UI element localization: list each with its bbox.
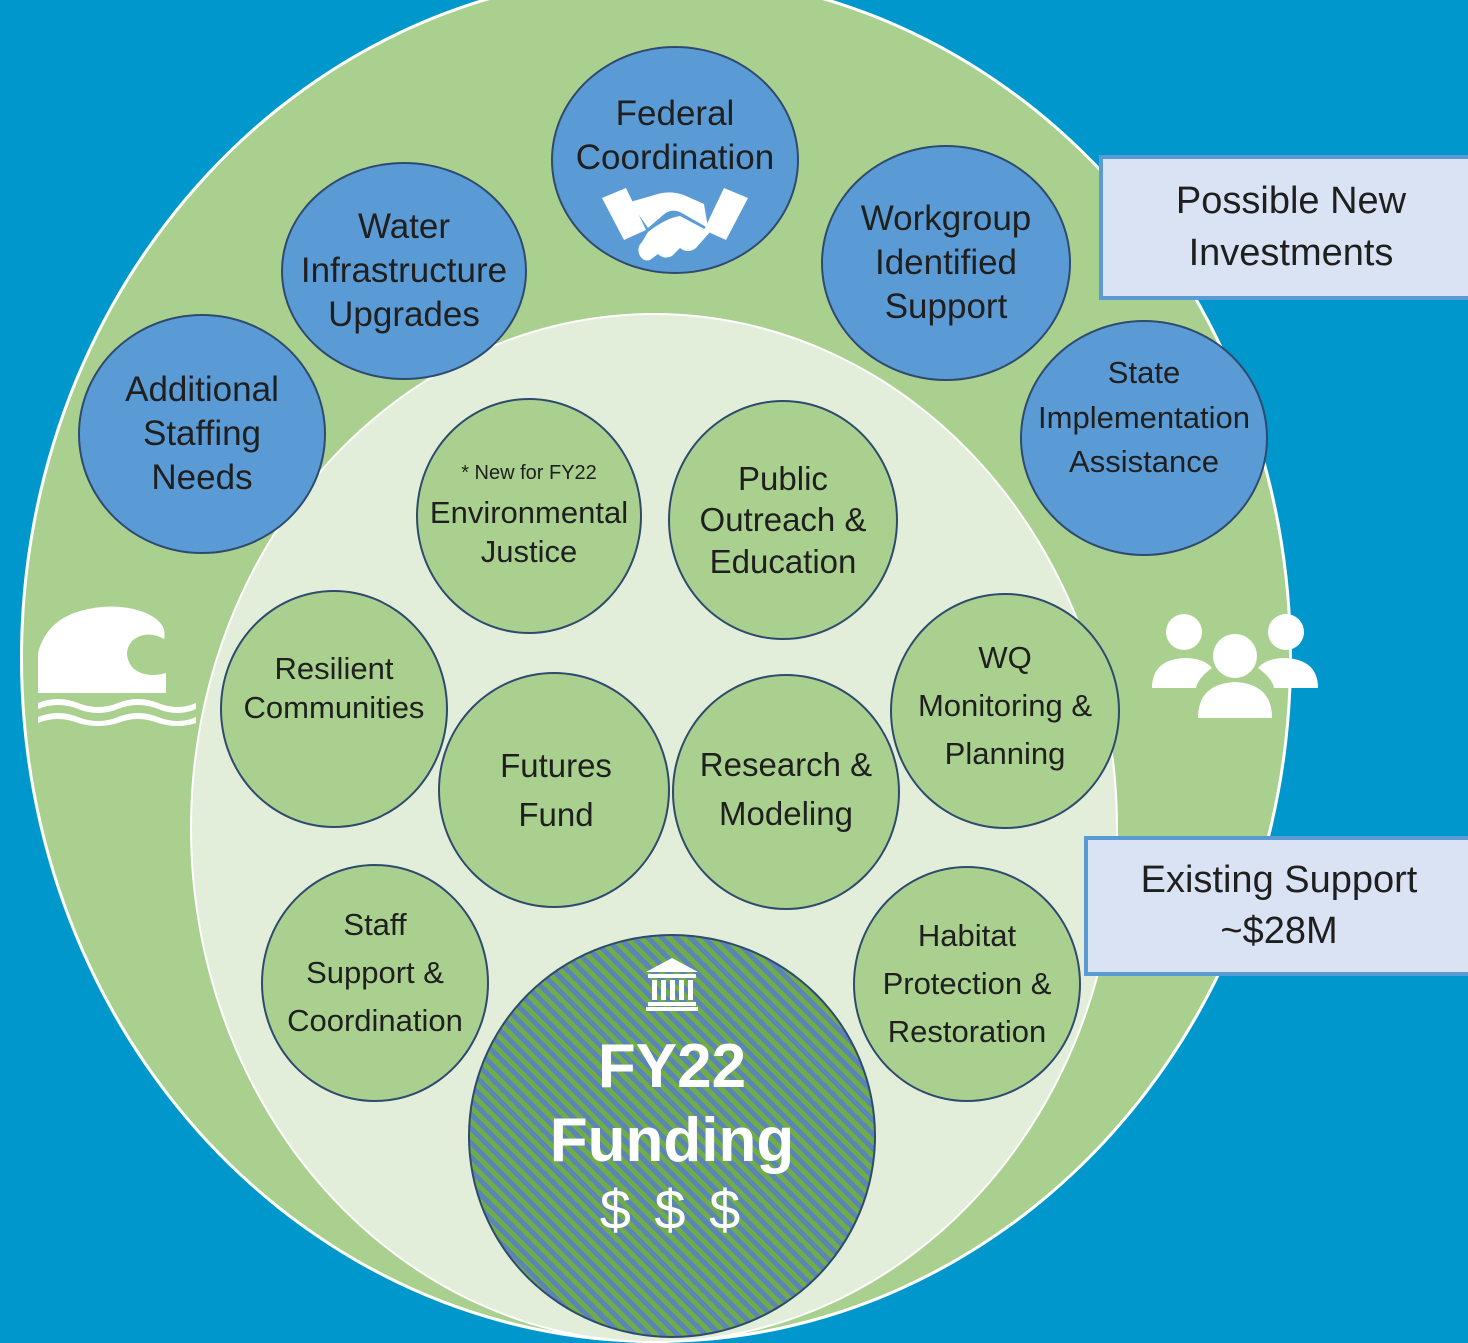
- circle-label: Upgrades: [328, 294, 480, 334]
- funding-title-line2: Funding: [549, 1106, 795, 1175]
- wq-monitoring-circle: WQ Monitoring & Planning: [890, 593, 1120, 829]
- circle-label: WQ: [978, 639, 1032, 675]
- box-label-line: ~$28M: [1220, 910, 1338, 952]
- circle-label: Implementation: [1038, 399, 1250, 435]
- staff-support-circle: Staff Support & Coordination: [261, 864, 489, 1102]
- fy22-funding-circle: FY22 Funding $ $ $: [468, 934, 876, 1338]
- circle-label: Planning: [944, 736, 1066, 772]
- additional-staffing-circle: Additional Staffing Needs: [78, 314, 326, 554]
- bank-icon: [646, 958, 698, 1011]
- circle-label: Futures: [500, 746, 612, 784]
- wave-icon: [38, 606, 196, 726]
- circle-label: Fund: [518, 796, 594, 833]
- funding-title-line1: FY22: [597, 1032, 747, 1101]
- water-infrastructure-circle: Water Infrastructure Upgrades: [281, 162, 527, 380]
- funding-dollars: $ $ $: [599, 1178, 745, 1241]
- circle-label: Restoration: [887, 1014, 1047, 1050]
- circle-label: Monitoring &: [917, 687, 1093, 723]
- box-label-line: Possible New: [1175, 180, 1407, 223]
- people-group-icon: [1152, 614, 1318, 718]
- possible-new-investments-label: Possible New Investments: [1099, 155, 1468, 300]
- circle-label: Habitat: [917, 917, 1017, 953]
- research-modeling-circle: Research & Modeling: [672, 674, 900, 910]
- circle-label: Staffing: [142, 414, 262, 454]
- futures-fund-circle: Futures Fund: [438, 672, 670, 908]
- resilient-communities-circle: Resilient Communities: [220, 590, 448, 828]
- existing-support-label: Existing Support ~$28M: [1084, 836, 1468, 976]
- environmental-justice-circle: * New for FY22 Environmental Justice: [416, 398, 642, 634]
- new-note: * New for FY22: [461, 461, 597, 484]
- circle-label: Needs: [151, 457, 253, 497]
- circle-label: State: [1107, 354, 1181, 390]
- circle-label: Support &: [306, 954, 444, 990]
- circle-label: Modeling: [719, 795, 853, 832]
- circle-label: Justice: [480, 533, 578, 569]
- circle-label: Environmental: [429, 494, 629, 530]
- public-outreach-circle: Public Outreach & Education: [668, 400, 898, 640]
- habitat-protection-circle: Habitat Protection & Restoration: [853, 866, 1081, 1102]
- circle-label: Water: [357, 207, 451, 247]
- circle-label: Communities: [243, 690, 425, 725]
- box-label-line: Investments: [1188, 231, 1394, 274]
- circle-label: Assistance: [1069, 444, 1219, 480]
- circle-label: Resilient: [274, 651, 394, 687]
- circle-label: Staff: [343, 906, 407, 942]
- workgroup-support-circle: Workgroup Identified Support: [821, 145, 1071, 381]
- circle-label: Coordination: [287, 1003, 463, 1039]
- federal-coordination-circle: Federal Coordination: [551, 46, 799, 274]
- circle-label: Federal: [615, 94, 735, 133]
- circle-label: Education: [709, 542, 857, 580]
- circle-label: Support: [884, 286, 1008, 326]
- circle-label: Coordination: [575, 137, 775, 177]
- handshake-icon: [602, 187, 748, 260]
- state-implementation-circle: State Implementation Assistance: [1020, 320, 1268, 556]
- circle-label: Outreach &: [699, 501, 867, 539]
- circle-label: Workgroup: [860, 199, 1032, 239]
- circle-label: Identified: [874, 243, 1018, 283]
- circle-label: Additional: [125, 370, 279, 410]
- circle-label: Research &: [699, 745, 873, 783]
- circle-label: Protection &: [882, 965, 1052, 1001]
- box-label-line: Existing Support: [1140, 858, 1418, 901]
- circle-label: Public: [738, 460, 828, 498]
- circle-label: Infrastructure: [300, 251, 508, 291]
